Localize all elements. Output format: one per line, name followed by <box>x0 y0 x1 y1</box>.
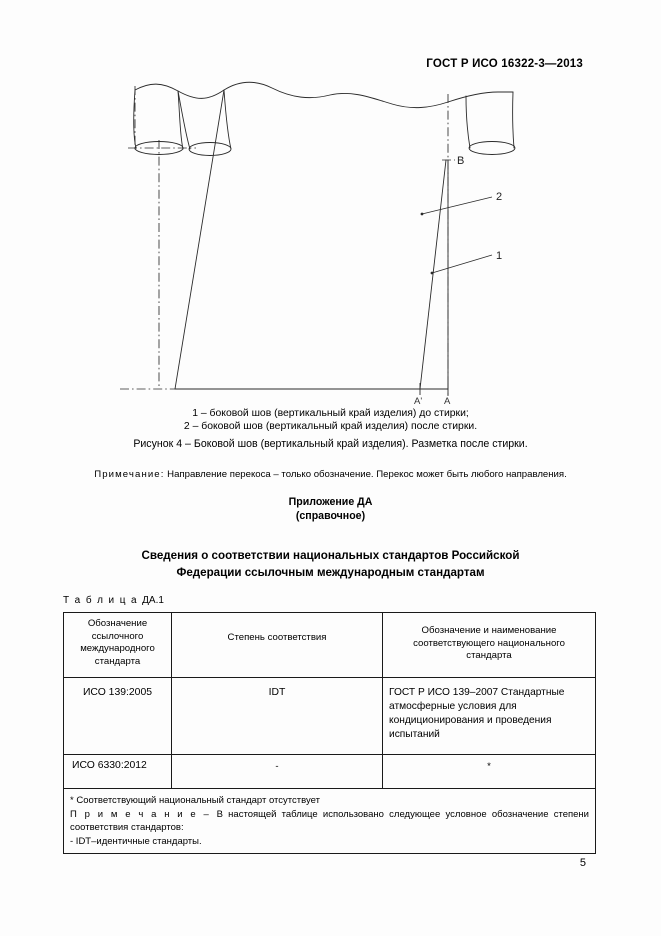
footnote-asterisk: * Соответствующий национальный стандарт … <box>70 795 320 806</box>
table-label-number: ДА.1 <box>142 595 164 606</box>
cell-national-standard: ГОСТ Р ИСО 139–2007 Стандартные атмосфер… <box>382 677 596 755</box>
table-row: ИСО 139:2005 IDT ГОСТ Р ИСО 139–2007 Ста… <box>63 677 596 755</box>
figure-legend-item-1: 1 – боковой шов (вертикальный край издел… <box>192 408 469 419</box>
cell-conformity-degree: - <box>171 754 383 789</box>
cell-conformity-degree: IDT <box>171 677 383 755</box>
standards-table: Обозначение ссылочного международного ст… <box>63 612 596 854</box>
table-header-conformity-degree: Степень соответствия <box>171 612 383 678</box>
header-col3-line3: стандарта <box>466 650 512 661</box>
figure-note: Примечание: Направление перекоса – тольк… <box>0 469 661 480</box>
section-title-line-1: Сведения о соответствии национальных ста… <box>141 549 520 562</box>
appendix-subtitle: (справочное) <box>295 510 366 522</box>
header-col3-line1: Обозначение и наименование <box>421 625 557 636</box>
table-header-reference-standard: Обозначение ссылочного международного ст… <box>63 612 172 678</box>
figure-label-a: A <box>444 396 451 407</box>
cell-reference-standard: ИСО 139:2005 <box>63 677 172 755</box>
section-title-line-2: Федерации ссылочным международным станда… <box>176 566 485 579</box>
figure-note-label: Примечание: <box>94 469 165 480</box>
figure-callout-2: 2 <box>496 191 502 203</box>
header-col3-line2: соответствующего национального <box>413 637 565 649</box>
footnote-note-label: П р и м е ч а н и е – <box>70 808 217 820</box>
header-col1-line3: международного <box>80 643 155 654</box>
figure-legend-item-2: 2 – боковой шов (вертикальный край издел… <box>183 421 478 432</box>
table-label: Т а б л и ц а ДА.1 <box>63 595 164 606</box>
table-row: ИСО 6330:2012 - * <box>63 754 596 789</box>
figure-caption: Рисунок 4 – Боковой шов (вертикальный кр… <box>133 438 528 450</box>
figure-label-b: B <box>457 155 464 167</box>
table-footnote-row: * Соответствующий национальный стандарт … <box>63 788 596 854</box>
section-title: Сведения о соответствии национальных ста… <box>78 547 583 581</box>
table-header-row: Обозначение ссылочного международного ст… <box>63 612 596 678</box>
header-col2-line1: Степень соответствия <box>227 632 327 643</box>
figure-technical-drawing: B 2 1 A' A <box>0 78 661 408</box>
header-col1-line1: Обозначение <box>87 618 148 629</box>
table-header-national-standard: Обозначение и наименование соответствующ… <box>382 612 596 678</box>
table-label-prefix: Т а б л и ц а <box>63 595 143 606</box>
cell-national-standard: * <box>382 754 596 789</box>
figure-callout-1: 1 <box>496 250 502 262</box>
footnote-note-text: В настоящей таблице использовано следующ… <box>70 808 589 834</box>
table-footnotes: * Соответствующий национальный стандарт … <box>63 788 596 854</box>
figure-label-a-prime: A' <box>414 396 422 407</box>
header-col1-line4: стандарта <box>94 655 141 667</box>
header-col1-line2: ссылочного <box>91 630 144 642</box>
document-standard-code: ГОСТ Р ИСО 16322-3—2013 <box>426 58 583 70</box>
appendix-title: Приложение ДА <box>288 496 373 508</box>
footnote-note-item: - IDT–идентичные стандарты. <box>70 835 202 847</box>
figure-note-text: Направление перекоса – только обозначени… <box>167 469 567 480</box>
page-number: 5 <box>579 857 586 869</box>
cell-reference-standard: ИСО 6330:2012 <box>63 754 172 789</box>
